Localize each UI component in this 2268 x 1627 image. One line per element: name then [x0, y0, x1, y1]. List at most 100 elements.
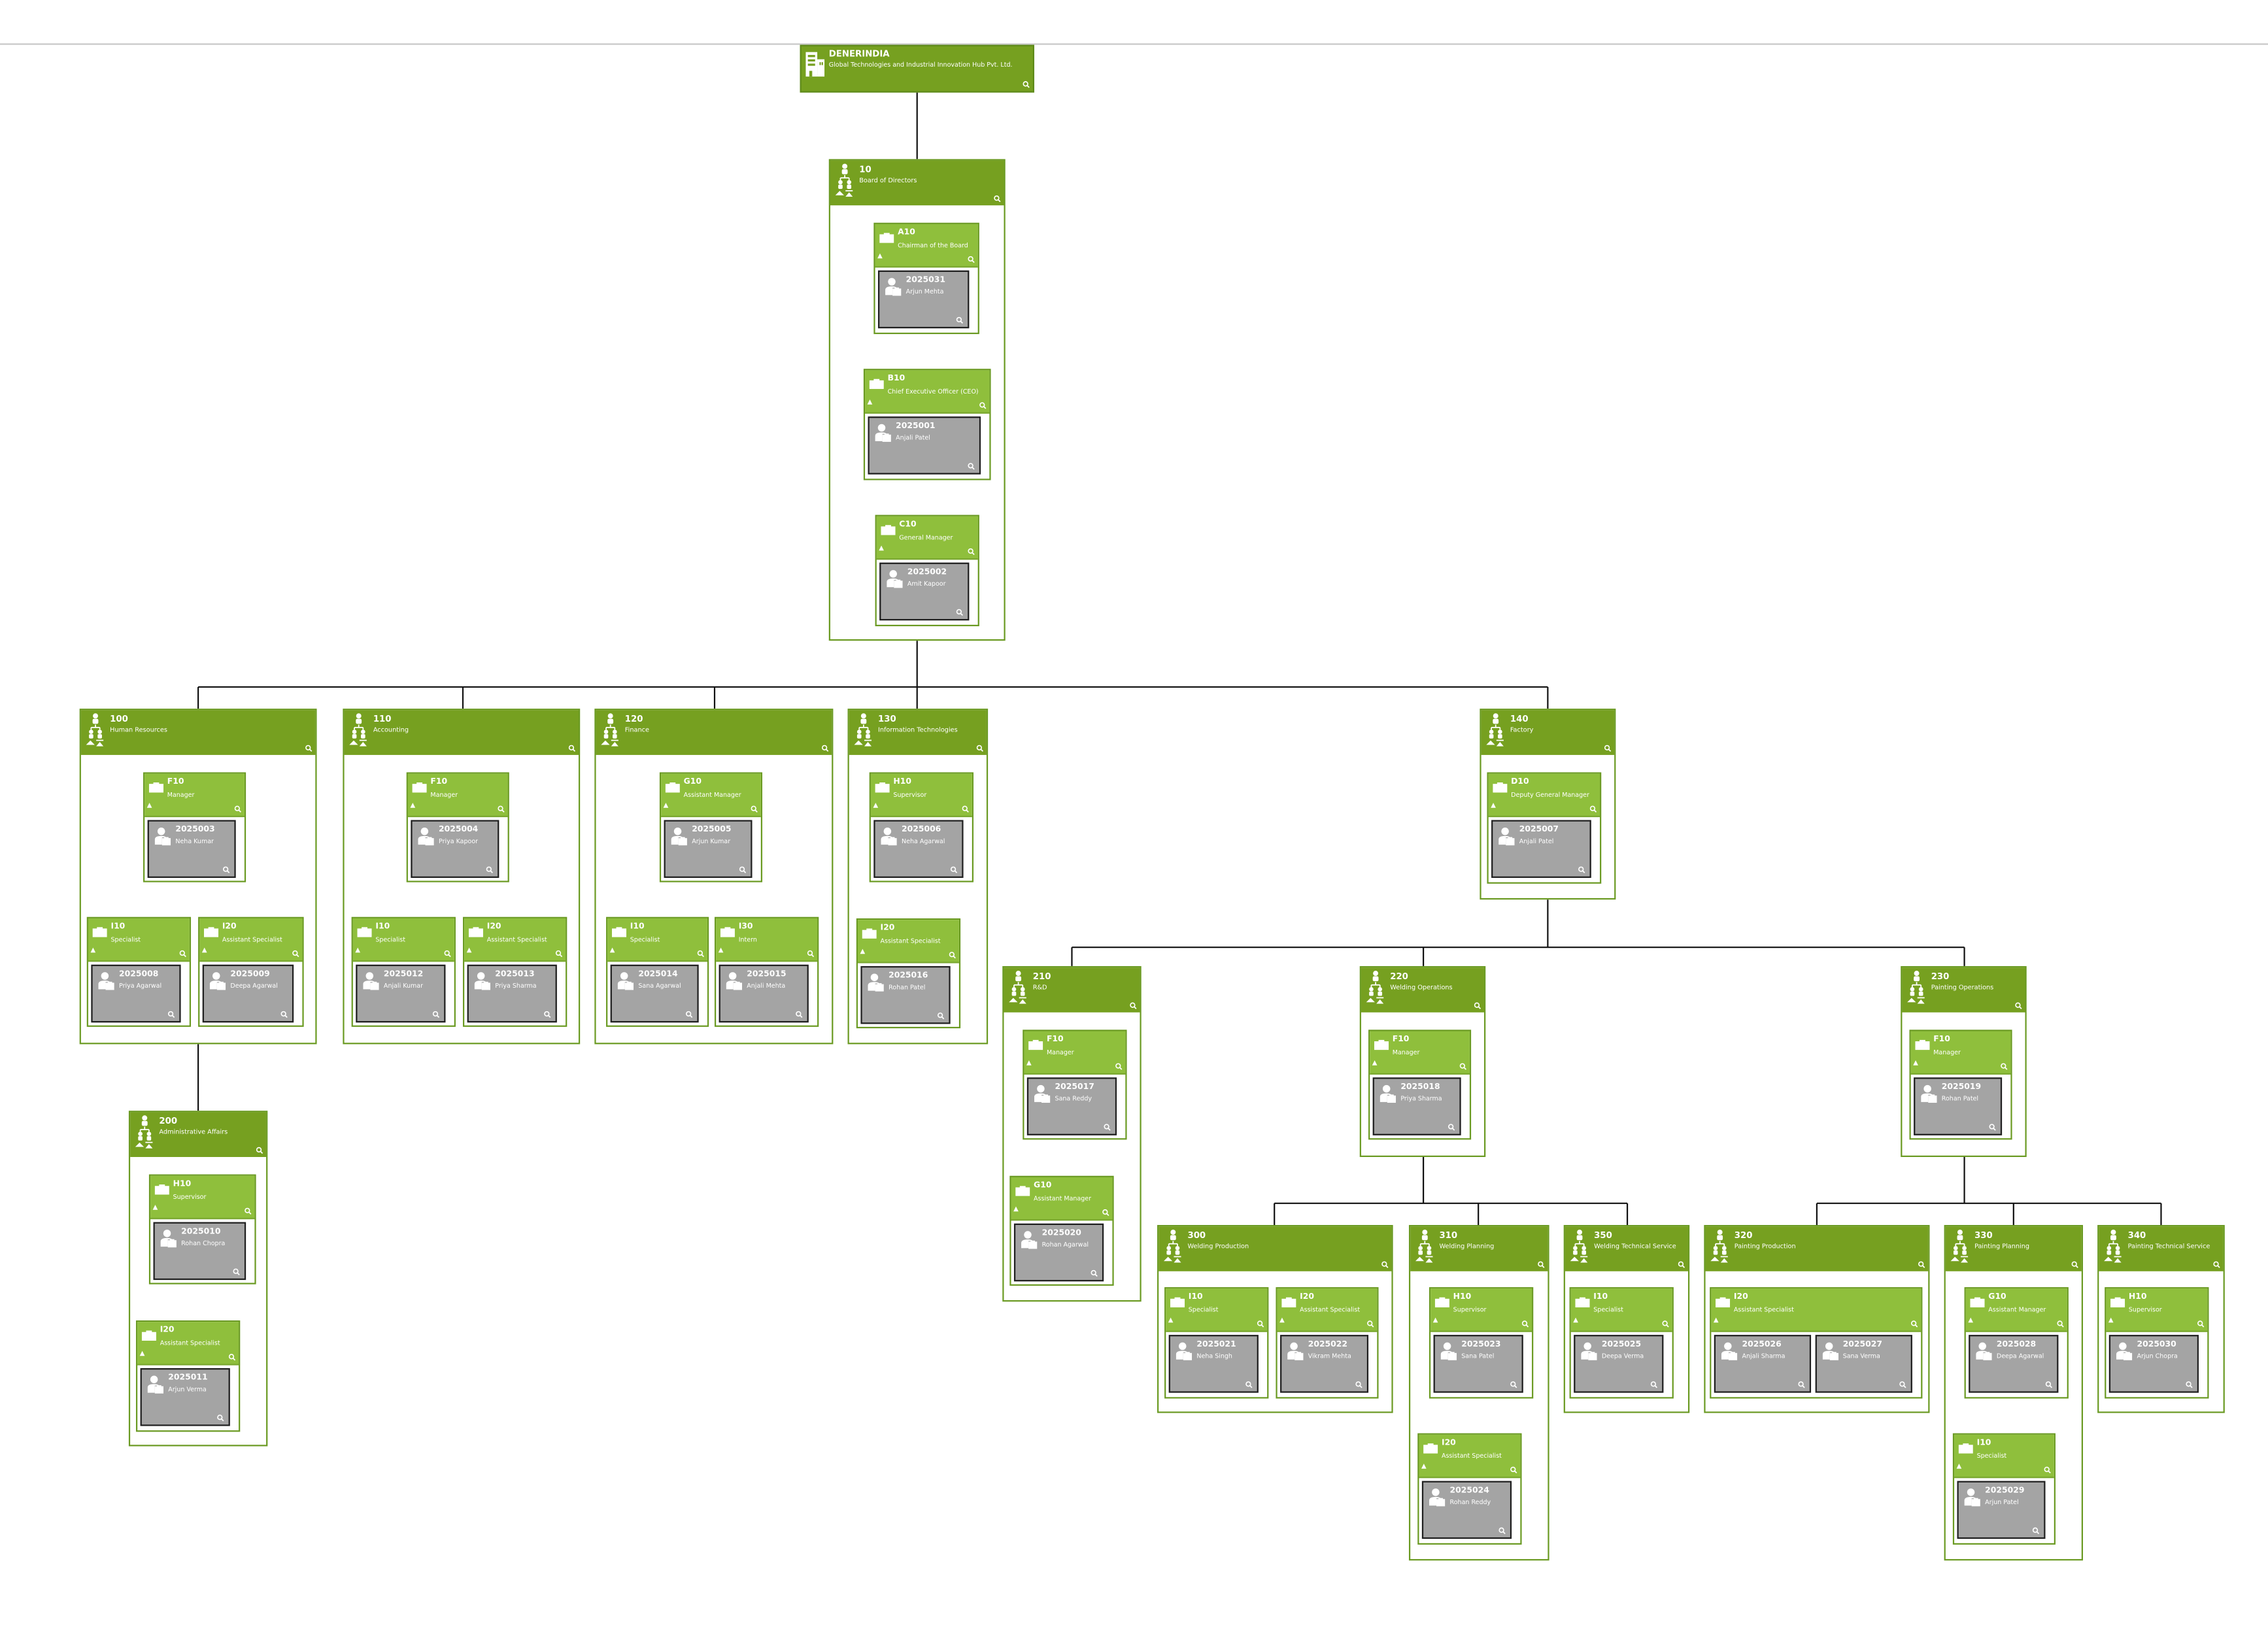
search-icon[interactable]	[1355, 1381, 1362, 1388]
search-icon[interactable]	[1521, 1320, 1529, 1328]
collapse-triangle-icon[interactable]: ▲	[139, 1350, 145, 1358]
collapse-triangle-icon[interactable]: ▲	[860, 948, 866, 956]
collapse-triangle-icon[interactable]: ▲	[146, 802, 152, 810]
search-icon[interactable]	[256, 1147, 263, 1154]
collapse-triangle-icon[interactable]: ▲	[1279, 1317, 1285, 1324]
collapse-triangle-icon[interactable]: ▲	[152, 1204, 158, 1212]
search-icon[interactable]	[2043, 1466, 2050, 1474]
search-icon[interactable]	[232, 1267, 240, 1275]
collapse-triangle-icon[interactable]: ▲	[1432, 1317, 1438, 1324]
collapse-triangle-icon[interactable]: ▲	[873, 802, 879, 810]
search-icon[interactable]	[1103, 1123, 1110, 1130]
search-icon[interactable]	[2000, 1063, 2007, 1070]
collapse-triangle-icon[interactable]: ▲	[1168, 1317, 1174, 1324]
collapse-triangle-icon[interactable]: ▲	[867, 398, 873, 406]
search-icon[interactable]	[1510, 1381, 1517, 1388]
search-icon[interactable]	[167, 1010, 175, 1018]
search-icon[interactable]	[696, 950, 704, 958]
collapse-triangle-icon[interactable]: ▲	[1421, 1463, 1427, 1471]
search-icon[interactable]	[1988, 1123, 1996, 1130]
collapse-triangle-icon[interactable]: ▲	[1713, 1317, 1719, 1324]
search-icon[interactable]	[950, 865, 957, 873]
search-icon[interactable]	[485, 865, 493, 873]
search-icon[interactable]	[961, 805, 968, 813]
search-icon[interactable]	[432, 1010, 439, 1018]
collapse-triangle-icon[interactable]: ▲	[90, 947, 96, 954]
search-icon[interactable]	[1257, 1320, 1264, 1328]
collapse-triangle-icon[interactable]: ▲	[1026, 1059, 1032, 1067]
search-icon[interactable]	[685, 1010, 692, 1018]
search-icon[interactable]	[1023, 81, 1030, 88]
search-icon[interactable]	[1459, 1063, 1466, 1070]
search-icon[interactable]	[2213, 1261, 2220, 1268]
search-icon[interactable]	[554, 950, 562, 958]
search-icon[interactable]	[178, 950, 186, 958]
search-icon[interactable]	[1678, 1261, 1685, 1268]
search-icon[interactable]	[750, 805, 757, 813]
search-icon[interactable]	[1538, 1261, 1545, 1268]
collapse-triangle-icon[interactable]: ▲	[879, 545, 884, 552]
search-icon[interactable]	[1366, 1320, 1374, 1328]
collapse-triangle-icon[interactable]: ▲	[609, 947, 615, 954]
search-icon[interactable]	[937, 1012, 944, 1019]
collapse-triangle-icon[interactable]: ▲	[663, 802, 669, 810]
search-icon[interactable]	[497, 805, 504, 813]
search-icon[interactable]	[1245, 1381, 1252, 1388]
search-icon[interactable]	[948, 952, 956, 959]
collapse-triangle-icon[interactable]: ▲	[410, 802, 416, 810]
search-icon[interactable]	[795, 1010, 802, 1018]
search-icon[interactable]	[967, 548, 974, 556]
search-icon[interactable]	[1474, 1002, 1481, 1009]
